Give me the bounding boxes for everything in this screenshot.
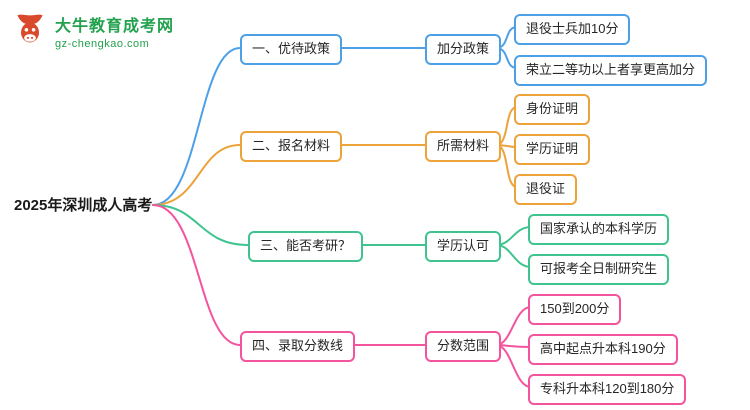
leaf-node: 退役证 (514, 174, 578, 205)
root-node: 2025年深圳成人高考 (14, 197, 153, 214)
bull-icon (12, 10, 48, 51)
mid-node-1: 加分政策 (425, 34, 502, 65)
leaf-node: 国家承认的本科学历 (528, 214, 670, 245)
mid-node-3: 学历认可 (425, 231, 502, 262)
leaf-node: 专科升本科120到180分 (528, 374, 687, 405)
mid-node-4: 分数范围 (425, 331, 502, 362)
branch-node-2: 二、报名材料 (240, 131, 343, 162)
site-logo: 大牛教育成考网 gz-chengkao.com (12, 10, 174, 51)
branch-node-3: 三、能否考研？ (248, 231, 364, 262)
branch-node-1: 一、优待政策 (240, 34, 343, 65)
logo-domain-text: gz-chengkao.com (55, 37, 150, 50)
leaf-node: 荣立二等功以上者享更高加分 (514, 55, 708, 86)
branch-node-4: 四、录取分数线 (240, 331, 356, 362)
leaf-node: 可报考全日制研究生 (528, 254, 670, 285)
leaf-node: 150到200分 (528, 294, 622, 325)
logo-brand-text: 大牛教育成考网 (55, 17, 175, 35)
leaf-node: 学历证明 (514, 134, 591, 165)
leaf-node: 高中起点升本科190分 (528, 334, 678, 365)
mid-node-2: 所需材料 (425, 131, 502, 162)
leaf-node: 退役士兵加10分 (514, 14, 631, 45)
leaf-node: 身份证明 (514, 94, 591, 125)
